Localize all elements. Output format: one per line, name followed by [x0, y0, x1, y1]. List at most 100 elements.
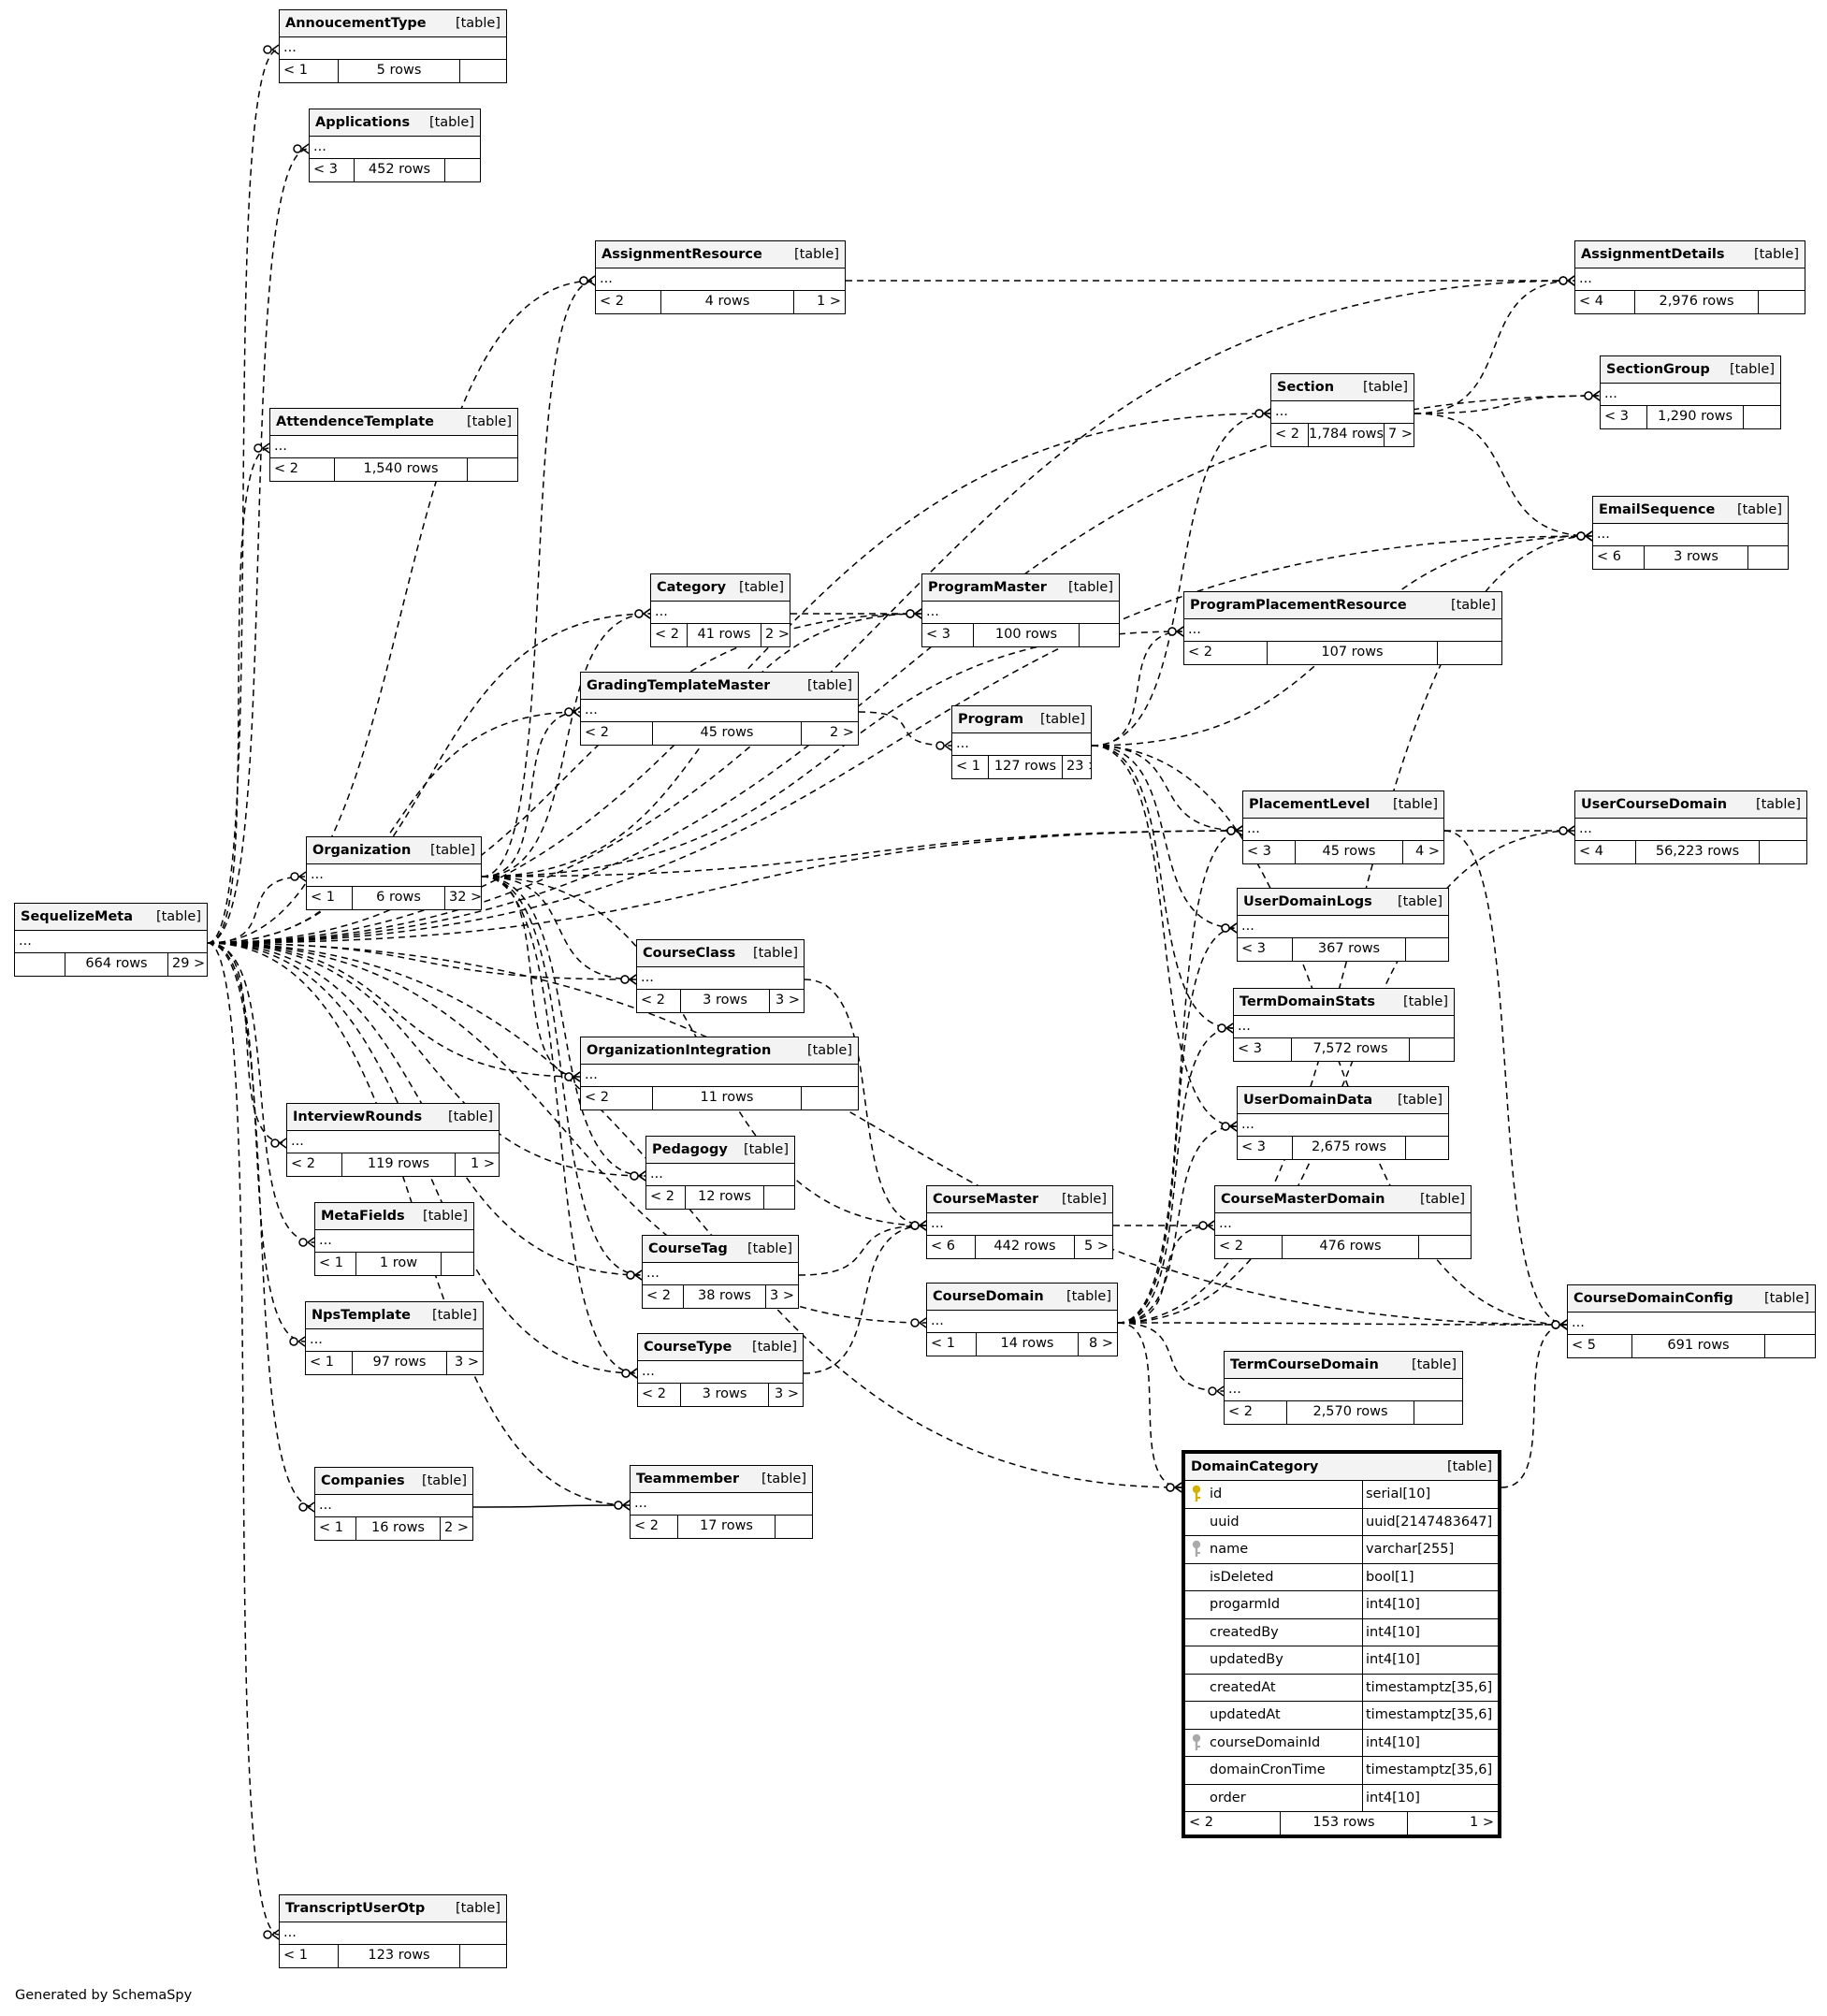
children-count[interactable]: 3 >	[455, 1355, 479, 1370]
children-count[interactable]: 4 >	[1415, 844, 1440, 859]
parents-count[interactable]: < 2	[643, 1285, 684, 1308]
parents-count[interactable]: < 2	[1271, 424, 1309, 446]
children-count[interactable]: 5 >	[1084, 1239, 1109, 1254]
children-count[interactable]	[1414, 1401, 1462, 1424]
parents-count[interactable]: < 2	[596, 291, 661, 313]
children-count[interactable]: 8 >	[1089, 1336, 1113, 1351]
children-count[interactable]: 1 >	[817, 294, 841, 309]
parents-count[interactable]: < 2	[638, 1384, 681, 1406]
parents-count[interactable]: < 6	[1593, 546, 1645, 569]
children-count[interactable]: 2 >	[765, 627, 790, 642]
children-count[interactable]	[764, 1186, 794, 1209]
parents-count[interactable]: < 1	[315, 1517, 356, 1540]
parents-count[interactable]: < 2	[637, 990, 681, 1012]
parents-count[interactable]: < 2	[287, 1153, 342, 1176]
children-count[interactable]: 7 >	[1388, 427, 1413, 442]
children-count[interactable]	[1744, 406, 1780, 428]
parents-count[interactable]: < 1	[280, 60, 339, 82]
children-count[interactable]: 29 >	[172, 956, 206, 971]
parents-count[interactable]: < 3	[1234, 1038, 1292, 1061]
parents-count[interactable]: < 1	[952, 756, 989, 778]
children-count[interactable]	[445, 159, 480, 181]
parents-count[interactable]: < 3	[1601, 406, 1647, 428]
parents-count[interactable]: < 1	[315, 1253, 356, 1275]
children-count[interactable]: 3 >	[776, 993, 800, 1008]
children-count[interactable]	[1759, 291, 1805, 313]
children-count[interactable]	[1080, 624, 1119, 646]
parents-count[interactable]: < 1	[306, 1352, 353, 1374]
parents-count[interactable]: < 3	[310, 159, 355, 181]
children-count[interactable]: 23 >	[1066, 759, 1091, 774]
parents-count[interactable]: < 2	[1185, 1812, 1281, 1835]
children-count[interactable]	[460, 60, 506, 82]
children-count[interactable]: 1 >	[1470, 1815, 1494, 1830]
children-count[interactable]	[1406, 938, 1448, 961]
children-count[interactable]: 3 >	[775, 1386, 799, 1401]
children-count[interactable]	[802, 1087, 858, 1110]
parents-count[interactable]: < 1	[307, 887, 353, 909]
children-count[interactable]	[468, 458, 517, 481]
parents-count[interactable]: < 2	[581, 722, 653, 745]
children-count[interactable]: 2 >	[830, 725, 854, 740]
parents-count[interactable]: < 2	[631, 1516, 678, 1538]
parents-count[interactable]: < 2	[651, 624, 688, 646]
parents-count[interactable]: < 2	[1184, 642, 1268, 664]
parents-count[interactable]: < 3	[922, 624, 974, 646]
parents-count[interactable]: < 4	[1575, 841, 1636, 863]
parents-count[interactable]: < 1	[927, 1333, 977, 1356]
children-count[interactable]	[1419, 1236, 1471, 1258]
parents-count[interactable]: < 1	[280, 1945, 339, 1967]
children-count[interactable]	[460, 1945, 506, 1967]
children-count[interactable]	[1765, 1335, 1815, 1357]
children-count[interactable]	[1410, 1038, 1454, 1061]
children-count[interactable]: 2 >	[444, 1520, 469, 1535]
parents-count[interactable]: < 2	[270, 458, 335, 481]
children-count[interactable]	[1760, 841, 1806, 863]
parents-count[interactable]: < 5	[1568, 1335, 1632, 1357]
parents-count[interactable]	[15, 953, 65, 976]
children-count[interactable]: 1 >	[471, 1156, 495, 1171]
parents-count[interactable]: < 2	[646, 1186, 686, 1209]
children-count[interactable]	[442, 1253, 473, 1275]
parents-count[interactable]: < 3	[1238, 938, 1293, 961]
parents-count[interactable]: < 4	[1575, 291, 1635, 313]
parents-count[interactable]: < 6	[927, 1236, 976, 1258]
parents-count[interactable]: < 2	[1215, 1236, 1283, 1258]
children-count[interactable]	[1438, 642, 1501, 664]
parents-count[interactable]: < 2	[1225, 1401, 1287, 1424]
parents-count[interactable]: < 3	[1238, 1137, 1293, 1159]
parents-count[interactable]: < 3	[1243, 841, 1296, 863]
